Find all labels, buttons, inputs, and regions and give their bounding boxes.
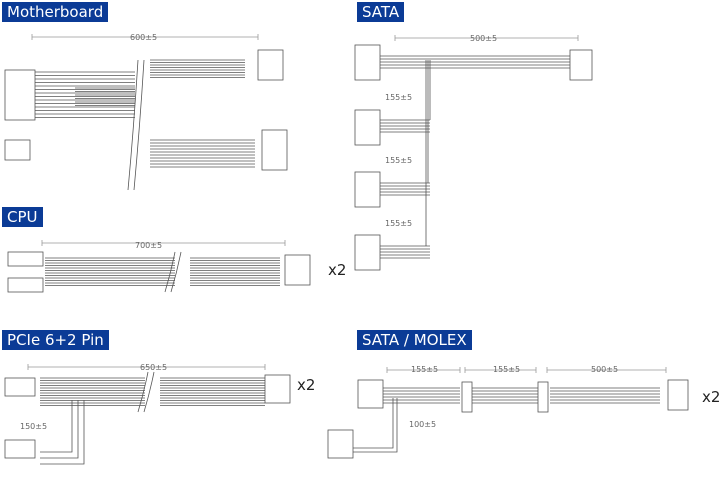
sata-connector bbox=[354, 44, 381, 81]
cpu-connector bbox=[7, 251, 44, 267]
pcie-connector bbox=[4, 439, 36, 459]
pcie-quantity: x2 bbox=[297, 376, 316, 394]
molex-connector bbox=[327, 429, 354, 459]
sata-connector bbox=[461, 381, 473, 413]
sata-spacing-1: 155±5 bbox=[385, 93, 412, 102]
pcie-connector bbox=[4, 377, 36, 397]
wire bbox=[40, 400, 73, 453]
break-mark bbox=[127, 59, 139, 191]
wire bbox=[353, 398, 394, 449]
pcie-branch-length: 150±5 bbox=[20, 422, 47, 431]
sata-molex-branch-length: 100±5 bbox=[409, 420, 436, 429]
sata-molex-spacing-1: 155±5 bbox=[411, 365, 438, 374]
24pin-connector bbox=[4, 69, 36, 121]
molex-connector bbox=[357, 379, 384, 409]
pcie-title: PCIe 6+2 Pin bbox=[2, 330, 109, 350]
8pin-connector bbox=[257, 49, 284, 81]
cpu-psu-connector bbox=[284, 254, 311, 286]
psu-connector bbox=[667, 379, 689, 411]
sata-title: SATA bbox=[357, 2, 405, 22]
sata-molex-spacing-3: 500±5 bbox=[591, 365, 618, 374]
break-mark bbox=[170, 251, 182, 293]
motherboard-title: Motherboard bbox=[2, 2, 109, 22]
wire bbox=[40, 400, 85, 465]
4pin-connector bbox=[4, 139, 31, 161]
cpu-length: 700±5 bbox=[135, 241, 162, 250]
sata-connector bbox=[354, 109, 381, 146]
cpu-quantity: x2 bbox=[328, 261, 347, 279]
break-mark bbox=[137, 371, 149, 413]
break-mark bbox=[133, 59, 145, 191]
sata-connector bbox=[354, 234, 381, 271]
sata-spacing-2: 155±5 bbox=[385, 156, 412, 165]
wire bbox=[353, 398, 398, 453]
break-mark bbox=[164, 251, 176, 293]
pcie-psu-connector bbox=[264, 374, 291, 404]
motherboard-length: 600±5 bbox=[130, 33, 157, 42]
cpu-title: CPU bbox=[2, 207, 43, 227]
psu-connector bbox=[569, 49, 593, 81]
sata-molex-quantity: x2 bbox=[702, 388, 720, 406]
connector bbox=[261, 129, 288, 171]
pcie-length: 650±5 bbox=[140, 363, 167, 372]
break-mark bbox=[143, 371, 155, 413]
cpu-connector bbox=[7, 277, 44, 293]
sata-connector bbox=[537, 381, 549, 413]
sata-molex-spacing-2: 155±5 bbox=[493, 365, 520, 374]
sata-molex-title: SATA / MOLEX bbox=[357, 330, 472, 350]
sata-spacing-3: 155±5 bbox=[385, 219, 412, 228]
sata-length: 500±5 bbox=[470, 34, 497, 43]
sata-connector bbox=[354, 171, 381, 208]
wire bbox=[40, 400, 79, 459]
